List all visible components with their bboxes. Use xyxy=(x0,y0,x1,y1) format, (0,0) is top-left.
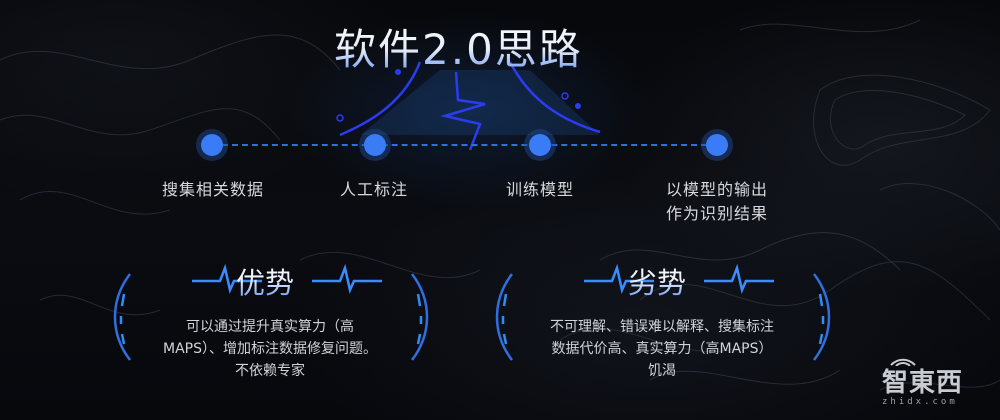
advantages-description: 可以通过提升真实算力（高 MAPS）、增加标注数据修复问题。 不依赖专家 xyxy=(100,316,440,382)
advantages-title: 优势 xyxy=(236,260,294,302)
timeline-node-icon xyxy=(364,134,386,156)
disadvantages-line: 饥渴 xyxy=(648,363,676,379)
step-label: 以模型的输出 xyxy=(665,180,768,199)
pulse-wave-icon xyxy=(312,264,382,294)
pulse-wave-icon xyxy=(704,264,774,294)
disadvantages-title: 劣势 xyxy=(628,260,686,302)
step-train-model: 训练模型 xyxy=(490,178,590,202)
pulse-wave-icon xyxy=(192,264,262,294)
page-title: 软件2.0思路 xyxy=(334,16,583,77)
step-label-line2: 作为识别结果 xyxy=(665,204,768,223)
pulse-wave-icon xyxy=(584,264,654,294)
advantages-line: 可以通过提升真实算力（高 xyxy=(186,319,354,335)
step-label: 训练模型 xyxy=(505,180,574,199)
step-label: 搜集相关数据 xyxy=(161,180,264,199)
bracket-arc-icon xyxy=(813,273,831,361)
process-timeline: 搜集相关数据 人工标注 训练模型 以模型的输出 作为识别结果 xyxy=(148,134,782,226)
step-manual-labeling: 人工标注 xyxy=(322,178,426,202)
timeline-node-icon xyxy=(201,134,223,156)
watermark-logo: 智東西 zhidx.com xyxy=(882,358,982,407)
disadvantages-panel: 劣势 不可理解、错误难以解释、搜集标注 数据代价高、真实算力（高MAPS） 饥渴 xyxy=(484,258,840,398)
bracket-arc-icon xyxy=(113,273,131,361)
disadvantages-description: 不可理解、错误难以解释、搜集标注 数据代价高、真实算力（高MAPS） 饥渴 xyxy=(484,316,840,382)
disadvantages-line: 数据代价高、真实算力（高MAPS） xyxy=(551,341,773,357)
step-model-output: 以模型的输出 作为识别结果 xyxy=(652,178,782,226)
step-label: 人工标注 xyxy=(339,180,408,199)
advantages-panel: 优势 可以通过提升真实算力（高 MAPS）、增加标注数据修复问题。 不依赖专家 xyxy=(100,258,440,398)
advantages-line: MAPS）、增加标注数据修复问题。 xyxy=(163,341,377,357)
timeline-node-icon xyxy=(706,134,728,156)
timeline-dashed-line xyxy=(212,144,717,146)
bracket-arc-icon xyxy=(411,273,429,361)
disadvantages-line: 不可理解、错误难以解释、搜集标注 xyxy=(550,319,774,335)
brand-name: 智東西 xyxy=(882,368,964,398)
brand-domain: zhidx.com xyxy=(882,397,958,407)
bracket-arc-icon xyxy=(495,273,513,361)
step-collect-data: 搜集相关数据 xyxy=(148,178,278,202)
advantages-line: 不依赖专家 xyxy=(235,363,305,379)
wifi-logo-icon xyxy=(890,358,916,366)
timeline-node-icon xyxy=(529,134,551,156)
